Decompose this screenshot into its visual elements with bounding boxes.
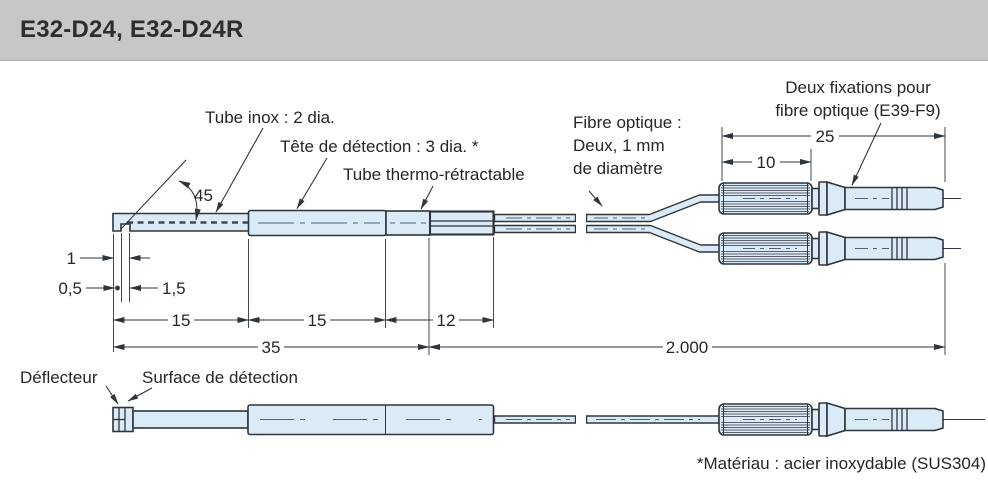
label-fibre-optique: Fibre optique : Deux, 1 mm de diamètre (573, 113, 682, 178)
callout-labels: 45 Tube inox : 2 dia. Tête de détection … (20, 78, 986, 473)
label-surface-detection: Surface de détection (142, 368, 298, 387)
dim-1-5: 1,5 (162, 279, 186, 298)
dim-25: 25 (816, 127, 835, 146)
footnote-material: *Matériau : acier inoxydable (SUS304) (697, 454, 986, 473)
dim-1: 1 (67, 249, 76, 268)
label-deflecteur: Déflecteur (20, 368, 98, 387)
dim-15-head: 15 (308, 311, 327, 330)
dim-12: 12 (437, 311, 456, 330)
thermo-tube-sleeve (428, 210, 495, 236)
page-title: E32-D24, E32-D24R (20, 16, 244, 43)
dim-10: 10 (757, 153, 776, 172)
label-tube-inox: Tube inox : 2 dia. (205, 108, 335, 127)
dim-15-tube: 15 (172, 311, 191, 330)
title-bar: E32-D24, E32-D24R (0, 0, 988, 61)
dimension-lines: 25 10 1 0,5 1,5 15 15 12 35 2.000 (58, 127, 946, 357)
svg-text:Fibre optique :: Fibre optique : (573, 113, 682, 132)
optic-fibers (494, 194, 720, 253)
detection-head-side (247, 404, 495, 436)
svg-text:Deux fixations pour: Deux fixations pour (785, 78, 931, 97)
dim-35: 35 (262, 338, 281, 357)
dim-0-5: 0,5 (58, 279, 82, 298)
label-tete-detection: Tête de détection : 3 dia. * (280, 137, 479, 156)
label-angle-45: 45 (194, 186, 213, 205)
svg-text:Deux, 1 mm: Deux, 1 mm (573, 136, 665, 155)
svg-text:fibre optique (E39-F9): fibre optique (E39-F9) (775, 101, 940, 120)
stainless-tube-side (132, 410, 249, 429)
main-view (112, 159, 962, 266)
label-fixations: Deux fixations pour fibre optique (E39-F… (775, 78, 940, 120)
label-tube-thermo: Tube thermo-rétractable (343, 165, 525, 184)
dim-2000: 2.000 (666, 338, 709, 357)
side-view (112, 402, 985, 437)
svg-text:de diamètre: de diamètre (573, 159, 663, 178)
